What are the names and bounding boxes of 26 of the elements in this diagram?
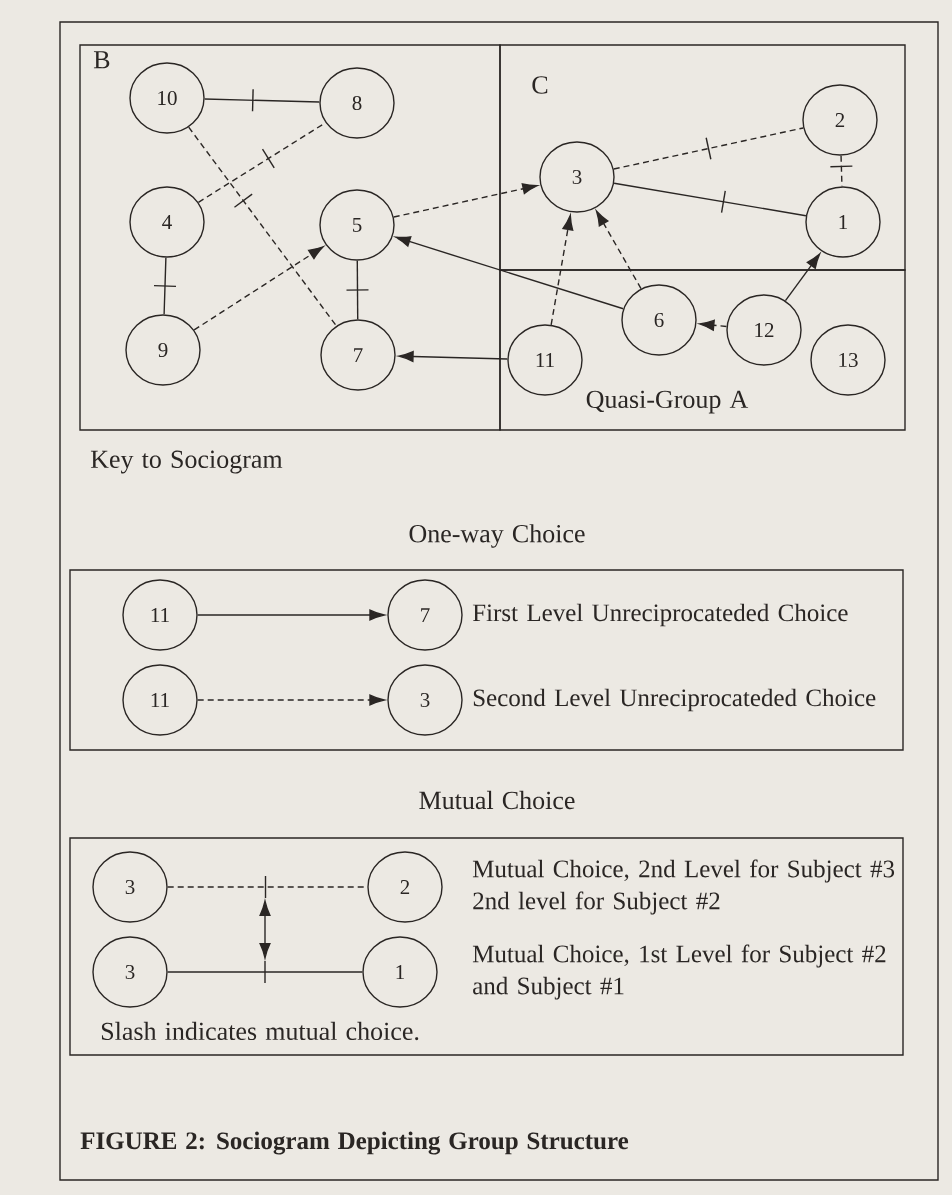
choice-description: Mutual Choice, 2nd Level for Subject #3 2nd level for Subject #2 <box>472 859 895 915</box>
choice-arrow <box>393 183 538 218</box>
mutual-choice-line <box>613 182 807 217</box>
choice-arrow <box>395 236 624 310</box>
choice-description: Mutual Choice, 1st Level for Subject #2 and Subject #1 <box>472 944 886 1000</box>
choice-arrow <box>197 694 385 706</box>
choice-arrow <box>784 253 821 302</box>
choice-description: Second Level Unreciprocateded Choice <box>473 688 876 712</box>
node-label: Mutual Choice <box>419 790 575 810</box>
mutual-choice-line <box>167 960 363 984</box>
node-label: One-way Choice <box>409 524 585 548</box>
note-text: Key to Sociogram <box>90 450 283 474</box>
mutual-choice-line <box>613 127 804 170</box>
note-text: Slash indicates mutual choice. <box>101 1021 419 1041</box>
mutual-choice-line <box>188 126 337 327</box>
figure-caption: FIGURE 2: Sociogram Depicting Group Structure <box>80 1131 629 1155</box>
choice-arrow <box>699 319 728 331</box>
mutual-choice-line <box>204 88 320 112</box>
choice-description: First Level Unreciprocateded Choice <box>472 603 848 627</box>
choice-arrow <box>398 350 508 363</box>
choice-arrow <box>550 214 574 326</box>
mutual-choice-line <box>345 260 370 320</box>
choice-arrow <box>193 246 324 331</box>
mutual-choice-line <box>153 257 177 316</box>
choice-arrow <box>595 210 642 290</box>
choice-arrow <box>197 609 385 621</box>
